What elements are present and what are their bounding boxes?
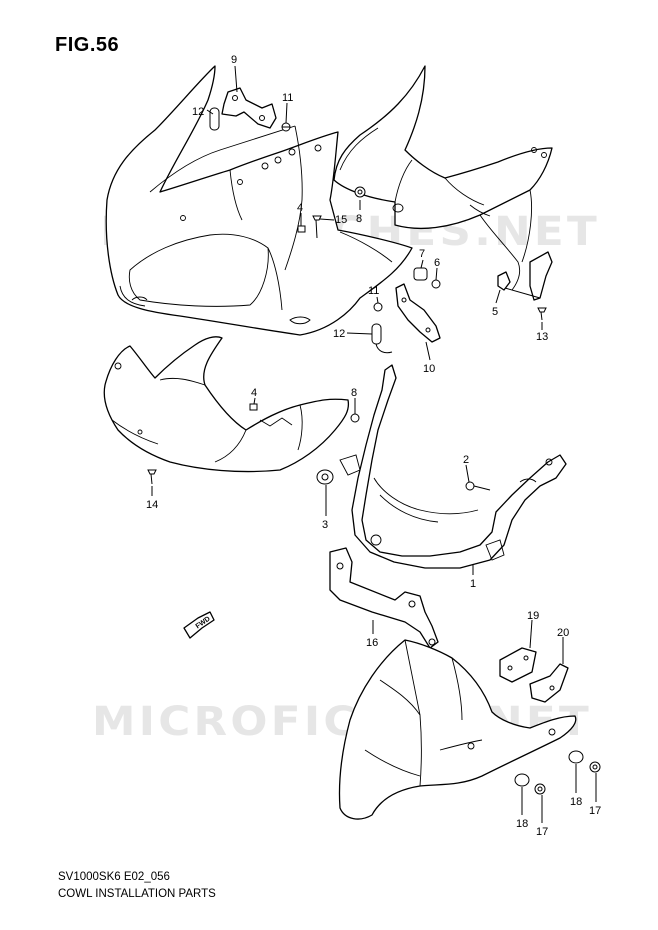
bracket-20 [529, 663, 569, 703]
under-cowl [338, 639, 577, 820]
callout-18a: 18 [516, 818, 528, 830]
cowl-brace-1 [339, 364, 567, 569]
bolt-11a [281, 122, 291, 132]
screw-15 [312, 215, 322, 239]
nut-clip-4b [249, 403, 258, 411]
callout-17a: 17 [536, 826, 548, 838]
grommet-3 [316, 469, 334, 485]
figure-caption: COWL INSTALLATION PARTS [58, 888, 216, 900]
bolt-6 [431, 279, 441, 289]
callout-11b: 11 [368, 285, 379, 297]
callout-9: 9 [231, 54, 237, 66]
rubber-plug-12a [209, 107, 220, 131]
callout-13: 13 [536, 331, 548, 343]
callout-19: 19 [527, 610, 539, 622]
rubber-plug-12b [371, 323, 393, 354]
callout-7: 7 [419, 248, 425, 260]
grommet-8a [354, 186, 366, 198]
callout-1: 1 [470, 578, 476, 590]
callout-4b: 4 [251, 387, 257, 399]
callout-20: 20 [557, 627, 569, 639]
callout-12a: 12 [192, 106, 204, 118]
bolt-17a [534, 783, 546, 795]
mounting-bracket-10 [395, 283, 441, 343]
callout-17b: 17 [589, 805, 601, 817]
screw-14 [147, 469, 157, 485]
cowl-inner-panel [333, 65, 553, 291]
callout-2: 2 [463, 454, 469, 466]
figure-title: FIG.56 [55, 34, 120, 56]
grommet-18b [568, 750, 584, 764]
side-bracket [504, 251, 553, 301]
lower-fairing-panel [103, 336, 350, 473]
callout-10: 10 [423, 363, 435, 375]
grommet-18a [514, 773, 530, 787]
grommet-7 [413, 267, 428, 281]
screw-13 [537, 307, 547, 321]
fwd-label: FWD [195, 616, 212, 631]
drawing-code: SV1000SK6 E02_056 [58, 871, 170, 883]
bracket-19 [499, 647, 537, 683]
callout-14: 14 [146, 499, 158, 511]
callout-5: 5 [492, 306, 498, 318]
leader-lines [151, 65, 597, 823]
bolt-17b [589, 761, 601, 773]
mounting-bracket-9 [221, 87, 277, 129]
callout-6: 6 [434, 257, 440, 269]
callout-11a: 11 [282, 92, 293, 104]
callout-8b: 8 [351, 387, 357, 399]
callout-labels: 9 12 11 4 15 8 7 6 5 13 11 12 10 4 8 14 … [146, 54, 601, 838]
callout-15: 15 [335, 214, 347, 226]
callout-3: 3 [322, 519, 328, 531]
callout-8a: 8 [356, 213, 362, 225]
callout-16: 16 [366, 637, 378, 649]
bracket-plate-16 [329, 547, 439, 649]
bolt-2 [465, 481, 491, 491]
grommet-8b [350, 413, 360, 423]
upper-cowl [105, 65, 413, 336]
callout-18b: 18 [570, 796, 582, 808]
nut-clip-4a [297, 225, 306, 233]
fwd-direction-arrow: FWD [183, 611, 215, 639]
small-bracket-5 [497, 271, 511, 291]
callout-12b: 12 [333, 328, 345, 340]
bolt-11b [373, 302, 383, 312]
callout-4a: 4 [297, 202, 303, 214]
